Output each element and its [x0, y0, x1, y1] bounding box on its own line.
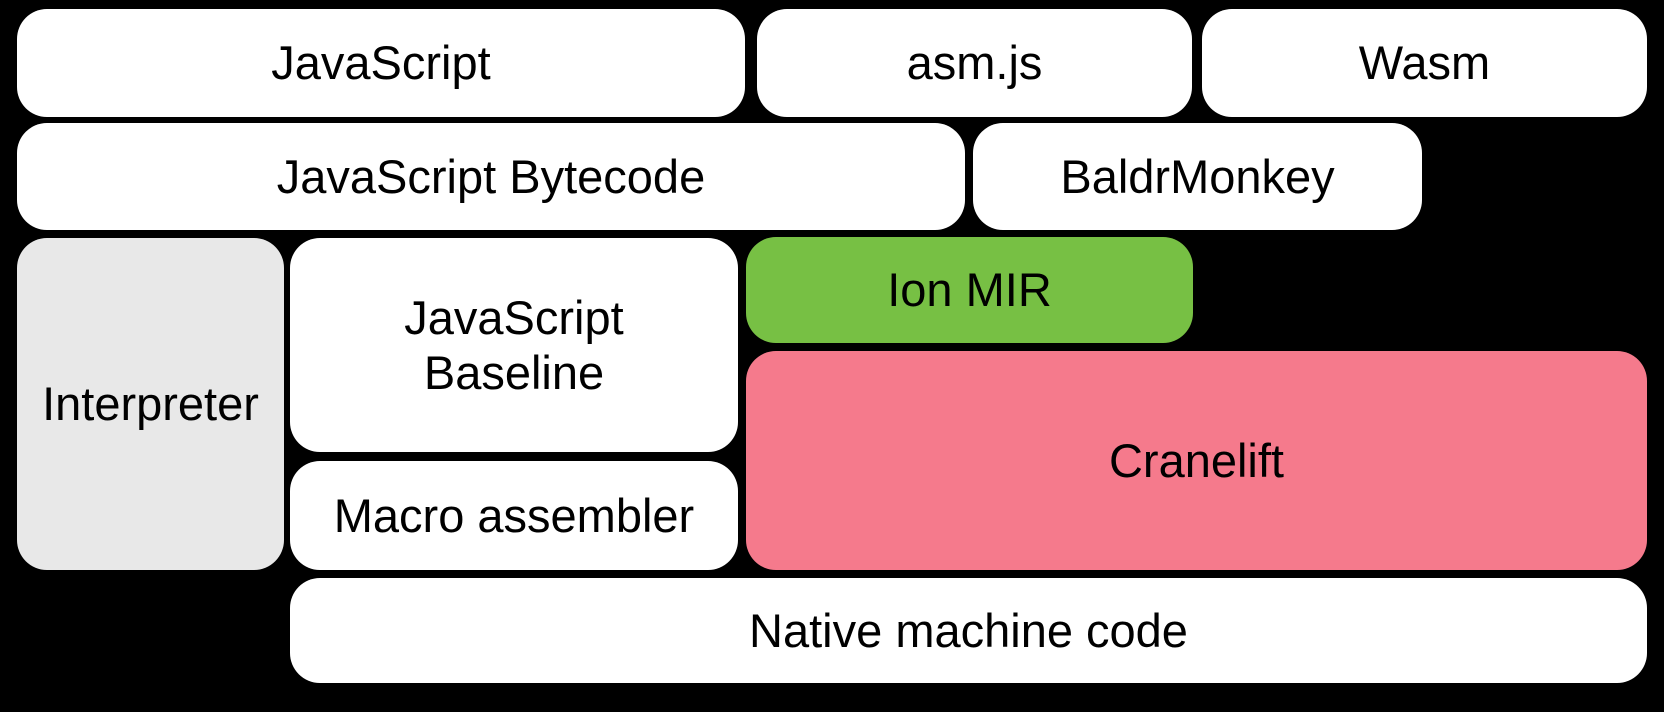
box-cranelift: Cranelift — [746, 351, 1647, 570]
box-javascript: JavaScript — [17, 9, 745, 117]
box-label-asmjs: asm.js — [906, 36, 1043, 90]
box-label-cranelift: Cranelift — [1108, 433, 1284, 487]
box-label-interpreter: Interpreter — [42, 377, 259, 431]
box-label-baldrmonkey: BaldrMonkey — [1060, 149, 1335, 203]
box-wasm: Wasm — [1202, 9, 1647, 117]
box-label-ion-mir: Ion MIR — [887, 263, 1052, 317]
box-label-javascript: JavaScript — [271, 36, 491, 90]
box-label-javascript-baseline: JavaScript Baseline — [404, 290, 624, 399]
box-label-native-machine-code: Native machine code — [749, 603, 1188, 657]
box-ion-mir: Ion MIR — [746, 237, 1193, 343]
box-native-machine-code: Native machine code — [290, 578, 1647, 683]
box-javascript-baseline: JavaScript Baseline — [290, 238, 738, 452]
box-interpreter: Interpreter — [17, 238, 284, 570]
box-label-javascript-bytecode: JavaScript Bytecode — [276, 149, 706, 203]
box-label-macro-assembler: Macro assembler — [333, 488, 695, 542]
box-baldrmonkey: BaldrMonkey — [973, 123, 1422, 230]
box-asmjs: asm.js — [757, 9, 1192, 117]
box-label-wasm: Wasm — [1358, 36, 1491, 90]
box-macro-assembler: Macro assembler — [290, 461, 738, 570]
box-javascript-bytecode: JavaScript Bytecode — [17, 123, 965, 230]
